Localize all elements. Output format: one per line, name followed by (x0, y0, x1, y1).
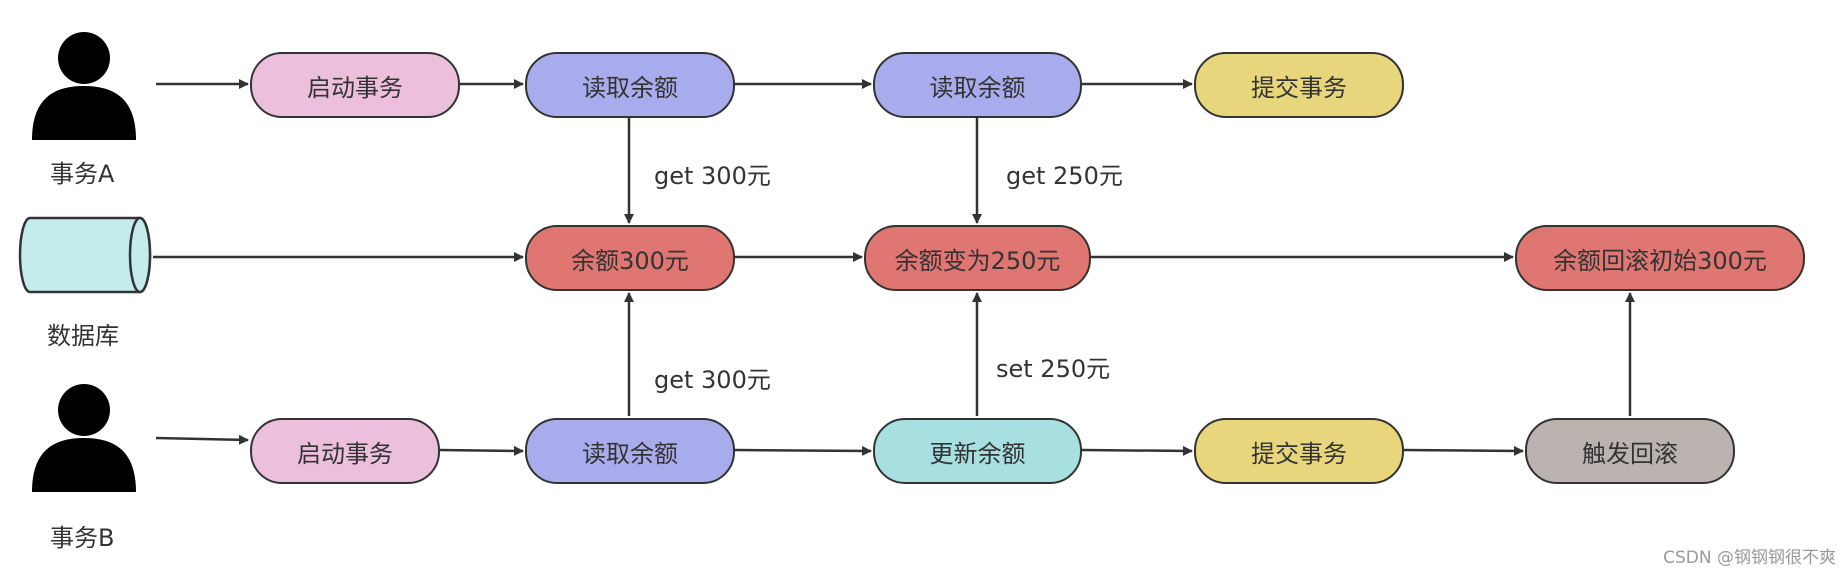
node-db-300: 余额300元 (525, 225, 735, 291)
edge-b-read-update (734, 445, 872, 456)
node-b-rollback: 触发回滚 (1525, 418, 1735, 484)
database-label: 数据库 (47, 322, 119, 350)
edge-label-b-set250: set 250元 (996, 355, 1111, 383)
edge-b-actor-start (155, 434, 249, 445)
edge-label-a-get300: get 300元 (654, 162, 771, 190)
node-a-read1: 读取余额 (525, 52, 735, 118)
database-icon (18, 216, 152, 294)
node-a-start: 启动事务 (250, 52, 460, 118)
actor-b-label: 事务B (50, 524, 115, 552)
edge-label-a-get250: get 250元 (1006, 162, 1123, 190)
node-db-250: 余额变为250元 (864, 225, 1091, 291)
node-a-read2: 读取余额 (873, 52, 1082, 118)
node-b-read: 读取余额 (525, 418, 735, 484)
node-b-start: 启动事务 (250, 418, 440, 484)
edge-b-update-commit (1081, 445, 1193, 456)
node-db-rollback: 余额回滚初始300元 (1515, 225, 1805, 291)
edge-label-b-get300: get 300元 (654, 366, 771, 394)
edge-b-commit-rollback (1403, 445, 1524, 456)
node-b-commit: 提交事务 (1194, 418, 1404, 484)
person-a-icon (32, 32, 136, 140)
actor-a-label: 事务A (50, 160, 115, 188)
person-b-icon (32, 384, 136, 492)
watermark: CSDN @钢钢钢很不爽 (1663, 548, 1836, 568)
node-a-commit: 提交事务 (1194, 52, 1404, 118)
edge-b-start-read (439, 445, 524, 456)
node-b-update: 更新余额 (873, 418, 1082, 484)
